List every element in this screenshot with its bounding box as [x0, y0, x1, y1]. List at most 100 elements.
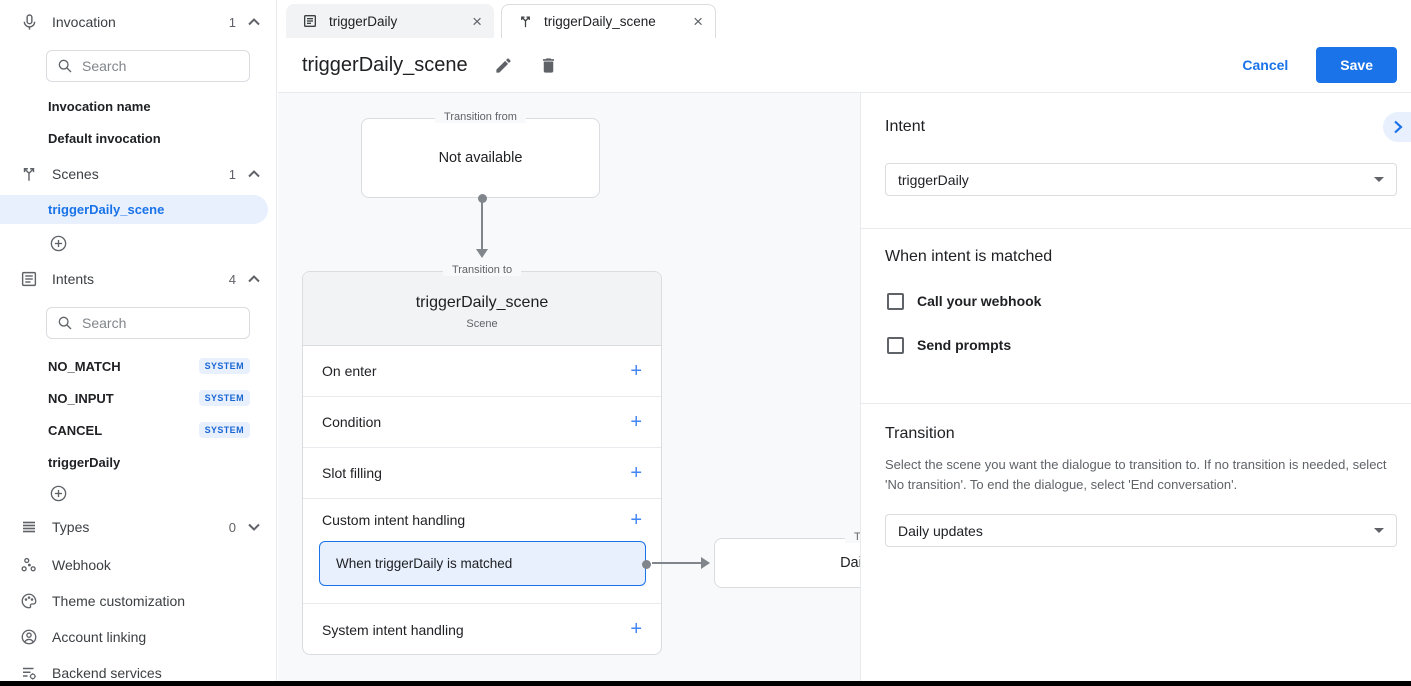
row-label: Custom intent handling [322, 512, 466, 528]
cancel-button[interactable]: Cancel [1242, 57, 1289, 73]
card-legend: Transition from [362, 111, 599, 123]
save-button[interactable]: Save [1316, 47, 1397, 83]
row-on-enter[interactable]: On enter + [303, 346, 661, 397]
sidebar-section-label: Scenes [52, 166, 99, 182]
intents-search[interactable] [46, 307, 250, 339]
prompts-option-row: Send prompts [887, 334, 1011, 356]
transition-from-text: Not available [438, 150, 523, 166]
invocation-search[interactable] [46, 50, 250, 82]
delete-button[interactable] [539, 56, 558, 75]
add-scene-button[interactable] [0, 233, 276, 253]
target-scene-text: Daily updates [840, 555, 860, 571]
section-count: 1 [228, 166, 236, 182]
intent-select[interactable]: triggerDaily [885, 163, 1397, 196]
backend-services-icon [18, 662, 40, 681]
sidebar-item-default-invocation[interactable]: Default invocation [48, 131, 161, 146]
chevron-up-icon[interactable] [248, 170, 260, 178]
close-tab-icon[interactable]: × [693, 12, 703, 31]
matched-intent-item[interactable]: When triggerDaily is matched [319, 541, 651, 586]
close-tab-icon[interactable]: × [472, 11, 482, 31]
collapse-panel-button[interactable] [1383, 112, 1411, 142]
scene-card-subtitle: Scene [466, 317, 498, 330]
intent-doc-icon [304, 15, 316, 27]
dropdown-caret-icon [1374, 528, 1384, 533]
nav-label: Webhook [52, 557, 111, 573]
invocation-search-input[interactable] [82, 58, 222, 74]
divider [861, 228, 1411, 229]
palette-icon [18, 590, 40, 612]
chevron-up-icon[interactable] [248, 18, 260, 26]
add-intent-button[interactable] [0, 483, 276, 503]
tab-label: triggerDaily [329, 13, 398, 29]
sidebar-item-backend-services[interactable]: Backend services [0, 661, 276, 681]
checkbox-label: Send prompts [917, 337, 1012, 353]
row-condition[interactable]: Condition + [303, 397, 661, 448]
sidebar-item-invocation-name[interactable]: Invocation name [48, 99, 151, 114]
intents-list-icon [18, 268, 40, 290]
scene-card-header: triggerDaily_scene Scene [303, 272, 661, 346]
sidebar-item-cancel[interactable]: CANCEL SYSTEM [0, 421, 276, 439]
intent-label: NO_MATCH [48, 358, 121, 374]
intent-select-value: triggerDaily [898, 171, 969, 188]
nav-label: Account linking [52, 629, 147, 645]
nav-label: Theme customization [52, 593, 186, 609]
page-title: triggerDaily_scene [302, 53, 468, 76]
add-icon[interactable]: + [630, 508, 642, 531]
intent-label: CANCEL [48, 422, 103, 438]
sidebar-item-triggerdaily[interactable]: triggerDaily [0, 453, 276, 471]
sidebar-item-no-match[interactable]: NO_MATCH SYSTEM [0, 357, 276, 375]
panel-heading-transition: Transition [885, 425, 955, 442]
scene-flow-canvas[interactable]: Transition from Not available Transition… [278, 93, 860, 681]
add-icon[interactable]: + [630, 410, 642, 433]
chevron-up-icon[interactable] [248, 275, 260, 283]
send-prompts-checkbox[interactable] [887, 336, 904, 354]
sidebar-item-no-input[interactable]: NO_INPUT SYSTEM [0, 389, 276, 407]
add-circle-icon [50, 485, 67, 501]
sidebar-section-label: Types [52, 519, 90, 535]
microphone-icon [18, 11, 40, 33]
call-webhook-checkbox[interactable] [887, 292, 904, 310]
sidebar-item-triggerdaily-scene[interactable]: triggerDaily_scene [0, 195, 268, 224]
sidebar-section-intents[interactable]: Intents 4 [0, 267, 276, 291]
sidebar-item-account-linking[interactable]: Account linking [0, 625, 276, 649]
section-count: 1 [228, 14, 236, 30]
system-badge: SYSTEM [198, 358, 250, 374]
sidebar-item-webhook[interactable]: Webhook [0, 553, 276, 577]
sidebar-section-scenes[interactable]: Scenes 1 [0, 162, 276, 186]
matched-intent-label: When triggerDaily is matched [336, 556, 513, 571]
sidebar-section-label: Invocation [52, 14, 116, 30]
section-count: 4 [228, 271, 236, 287]
nav-label: Backend services [52, 665, 162, 681]
trash-icon [542, 57, 554, 73]
sidebar-section-invocation[interactable]: Invocation 1 [0, 10, 276, 34]
sidebar-item-theme-customization[interactable]: Theme customization [0, 589, 276, 613]
webhook-option-row: Call your webhook [887, 290, 1041, 312]
transition-select[interactable]: Daily updates [885, 514, 1397, 547]
connector-arrowhead [476, 249, 488, 258]
transition-description: Select the scene you want the dialogue t… [885, 457, 1387, 492]
add-circle-icon [50, 235, 67, 251]
transition-target-card[interactable]: Transition to Daily updates [714, 531, 860, 588]
add-icon[interactable]: + [630, 359, 642, 382]
row-custom-intent-handling[interactable]: Custom intent handling + [303, 499, 661, 541]
transition-from-card: Transition from Not available [361, 111, 600, 198]
tab-label: triggerDaily_scene [544, 14, 656, 29]
intents-search-input[interactable] [82, 315, 222, 331]
custom-section-padding [303, 586, 661, 604]
tab-triggerdaily-scene[interactable]: triggerDaily_scene × [501, 4, 716, 38]
section-count: 0 [228, 519, 236, 535]
add-icon[interactable]: + [630, 618, 642, 640]
account-circle-icon [18, 626, 40, 648]
add-icon[interactable]: + [630, 461, 642, 484]
row-system-intent-handling[interactable]: System intent handling + [303, 604, 661, 655]
chevron-down-icon[interactable] [248, 523, 260, 531]
divider [861, 403, 1411, 404]
types-menu-icon [18, 516, 40, 538]
edit-button[interactable] [494, 56, 513, 75]
sidebar-section-types[interactable]: Types 0 [0, 515, 276, 539]
row-label: On enter [322, 363, 377, 379]
row-slot-filling[interactable]: Slot filling + [303, 448, 661, 499]
transition-to-card: Transition to triggerDaily_scene Scene O… [302, 264, 662, 655]
tab-triggerdaily[interactable]: triggerDaily × [286, 4, 494, 38]
